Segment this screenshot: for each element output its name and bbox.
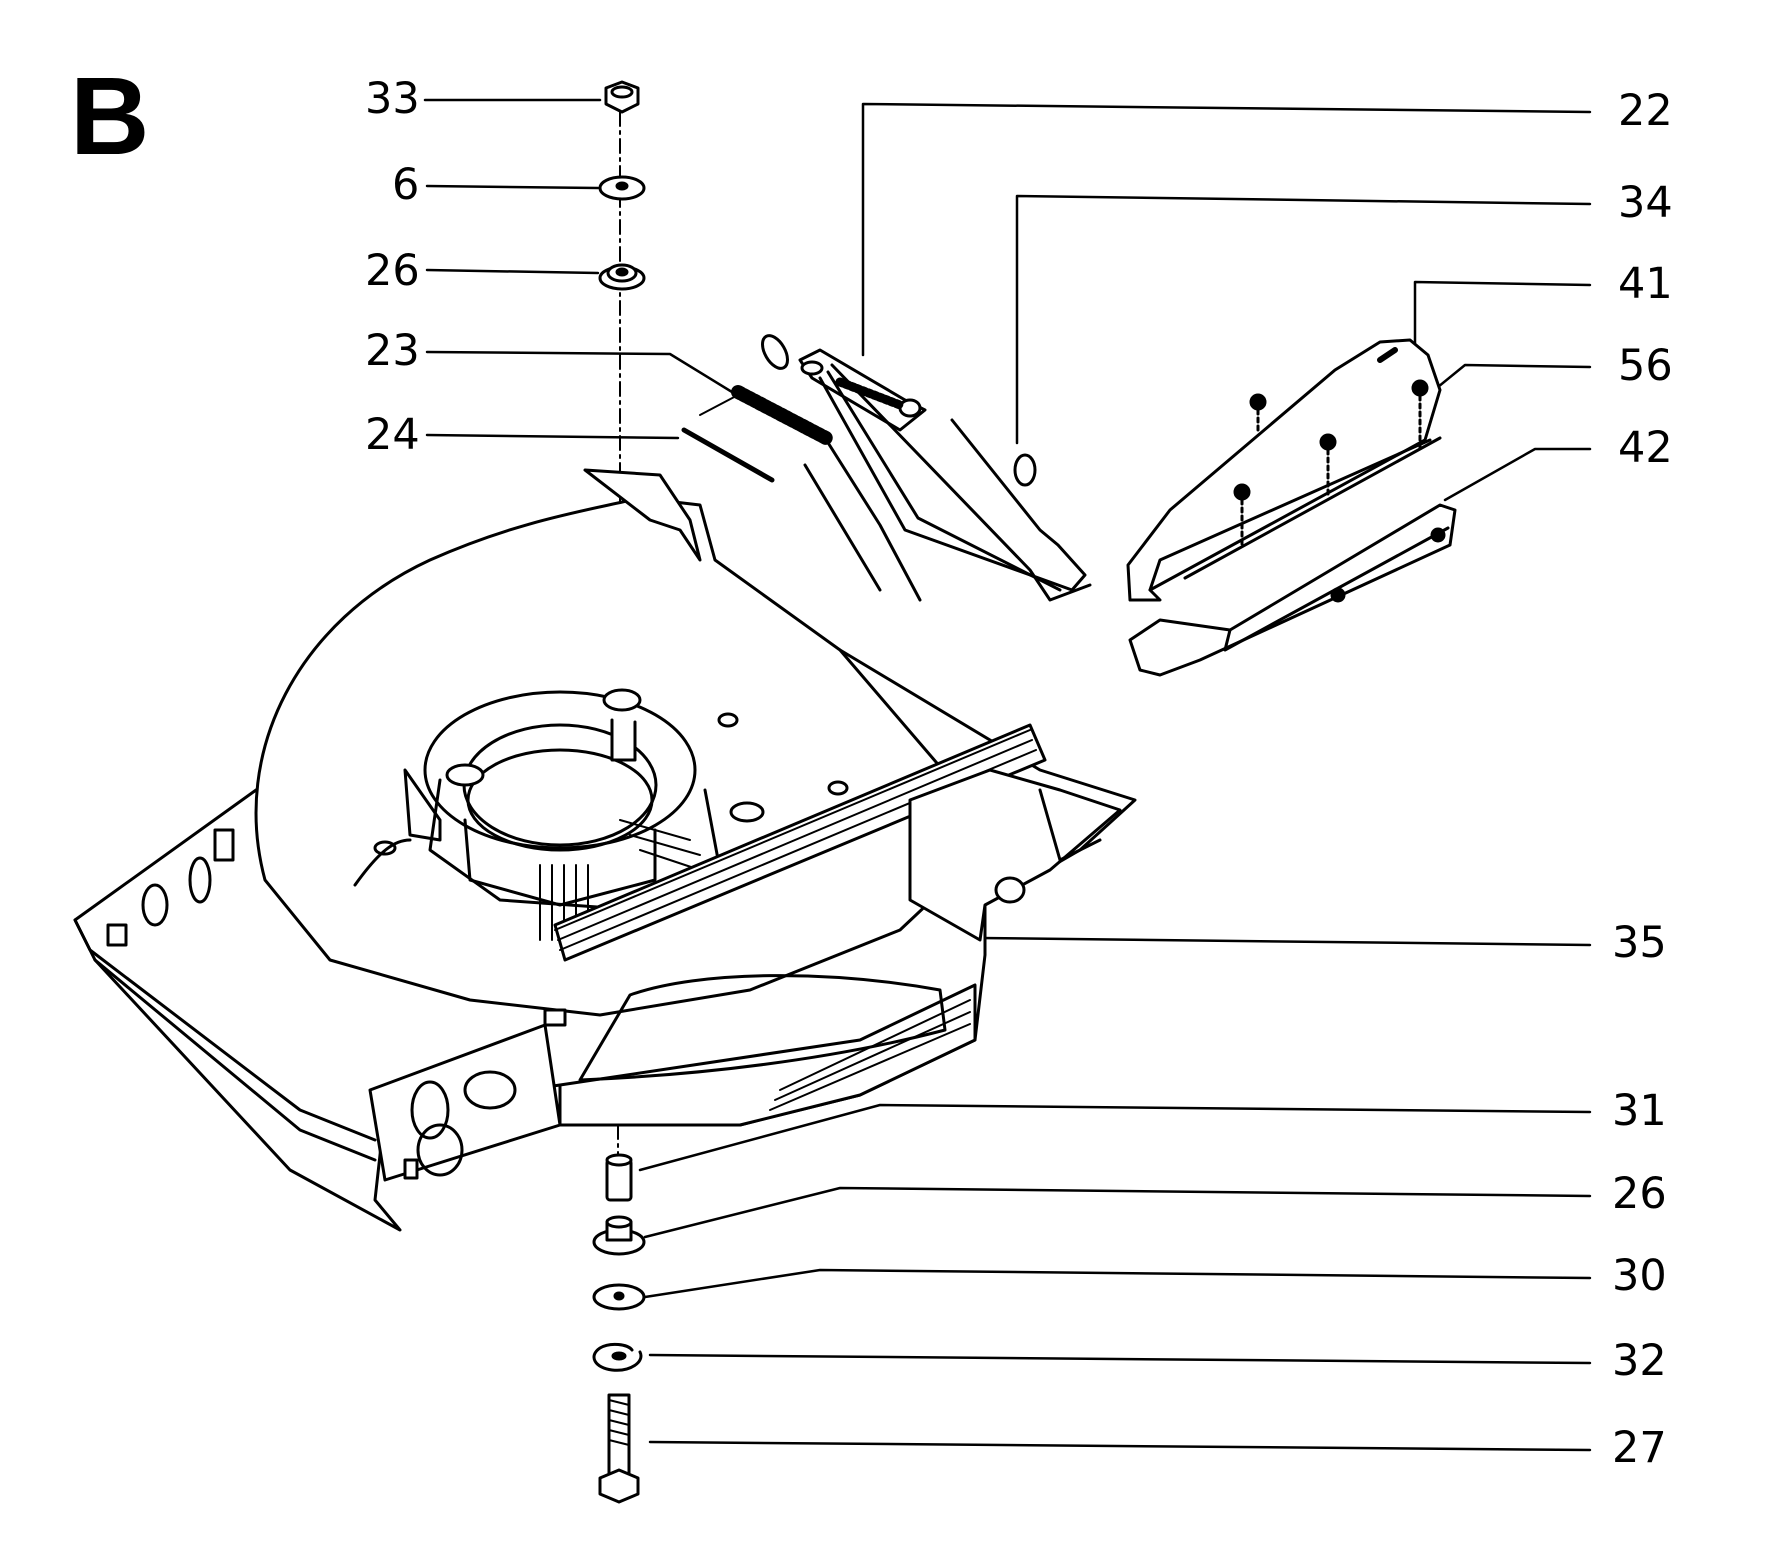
leader-31 bbox=[638, 1103, 1592, 1172]
part-label-26-bottom: 26 bbox=[1612, 1169, 1667, 1219]
bolt-27-drawing bbox=[598, 1393, 640, 1504]
part-label-24: 24 bbox=[365, 410, 420, 460]
leader-24 bbox=[425, 433, 680, 440]
part-label-56: 56 bbox=[1618, 341, 1673, 391]
part-label-27: 27 bbox=[1612, 1423, 1667, 1473]
part-label-42: 42 bbox=[1618, 423, 1673, 473]
part-label-26-top: 26 bbox=[365, 246, 420, 296]
section-letter: B bbox=[70, 55, 150, 178]
leader-lines bbox=[423, 98, 1592, 1452]
spacer-31-drawing bbox=[605, 1153, 633, 1202]
washer-6-drawing bbox=[598, 175, 646, 201]
part-label-32: 32 bbox=[1612, 1336, 1667, 1386]
spring-23-drawing bbox=[699, 385, 833, 445]
mower-deck-35-drawing bbox=[73, 468, 1137, 1232]
washer-26-top-drawing bbox=[598, 263, 646, 291]
leader-6 bbox=[425, 184, 600, 190]
leader-41 bbox=[1413, 280, 1592, 347]
leader-34 bbox=[1015, 194, 1592, 445]
part-label-34: 34 bbox=[1618, 178, 1673, 228]
washer-26-bottom-drawing bbox=[592, 1215, 646, 1256]
leader-35 bbox=[978, 936, 1592, 947]
cover-41-drawing bbox=[1126, 338, 1442, 602]
leader-26-bottom bbox=[643, 1186, 1592, 1239]
part-label-35: 35 bbox=[1612, 918, 1667, 968]
part-label-30: 30 bbox=[1612, 1251, 1667, 1301]
part-label-22: 22 bbox=[1618, 86, 1673, 136]
pin-24-drawing bbox=[681, 427, 775, 483]
rail-42-drawing bbox=[1128, 503, 1457, 677]
leader-26-top bbox=[425, 268, 600, 275]
part-label-6: 6 bbox=[392, 160, 420, 210]
leader-56 bbox=[1420, 363, 1592, 402]
lock-washer-32-drawing bbox=[592, 1342, 643, 1372]
leader-22 bbox=[861, 102, 1592, 357]
leader-32 bbox=[648, 1353, 1592, 1365]
nut-33-drawing bbox=[604, 80, 640, 114]
leader-27 bbox=[648, 1440, 1592, 1452]
leader-23 bbox=[425, 350, 734, 394]
leader-42 bbox=[1443, 447, 1592, 502]
part-label-23: 23 bbox=[365, 326, 420, 376]
part-label-33: 33 bbox=[365, 74, 420, 124]
rear-flap-22-drawing bbox=[761, 334, 1092, 602]
ring-34-drawing bbox=[1013, 453, 1037, 487]
part-label-31: 31 bbox=[1612, 1086, 1667, 1136]
leader-30 bbox=[643, 1268, 1592, 1299]
washer-30-drawing bbox=[592, 1283, 646, 1311]
part-label-41: 41 bbox=[1618, 259, 1673, 309]
